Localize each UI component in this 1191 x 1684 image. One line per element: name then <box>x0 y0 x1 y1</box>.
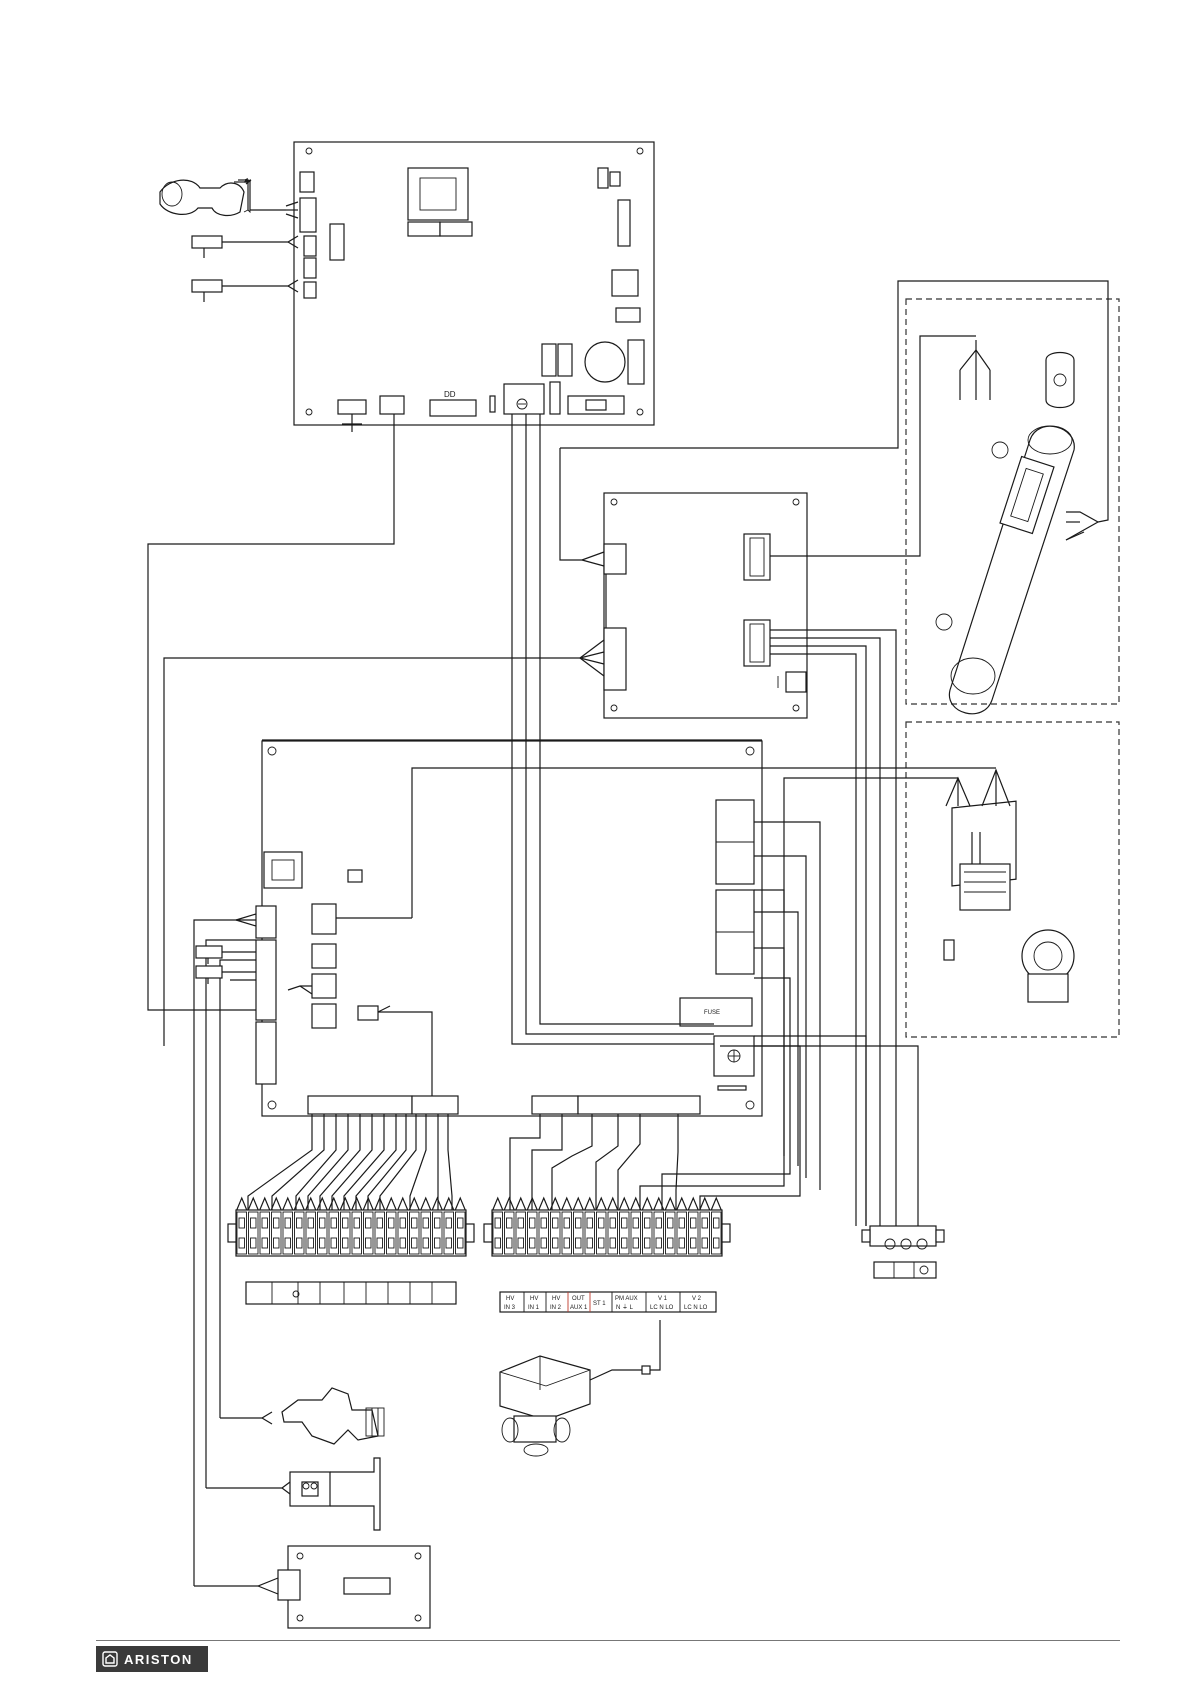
wire-entry <box>352 1198 362 1210</box>
label-out-aux1-l1: OUT <box>572 1296 585 1302</box>
wire-entry <box>562 1198 572 1210</box>
terminal-strip-left <box>228 1198 474 1256</box>
label-pm-aux-l2: N ⏚ L <box>616 1304 634 1311</box>
wire-entry <box>700 1198 710 1210</box>
interface-board <box>604 493 807 718</box>
wire-entry <box>688 1198 698 1210</box>
wire-entry <box>398 1198 408 1210</box>
wire-entry <box>711 1198 721 1210</box>
main-control-board: DD <box>294 142 654 425</box>
wire-entry <box>386 1198 396 1210</box>
ntc-sensor <box>192 280 222 292</box>
wire-entry <box>539 1198 549 1210</box>
wire <box>448 1114 452 1210</box>
flow-meter-sensor <box>160 179 250 215</box>
wire-entry <box>455 1198 465 1210</box>
wire <box>248 1114 312 1210</box>
label-v2-l2: LC N LO <box>684 1305 708 1311</box>
ntc-sensor <box>192 236 222 248</box>
label-pm-aux-l1: PM AUX <box>615 1296 638 1302</box>
wire-entry <box>585 1198 595 1210</box>
label-hv-in1-l2: IN 1 <box>528 1305 540 1311</box>
label-hv-in2-l1: HV <box>552 1296 560 1302</box>
fuse-label: FUSE <box>704 1010 720 1016</box>
label-st1: ST 1 <box>593 1301 606 1307</box>
wire-entry <box>631 1198 641 1210</box>
label-hv-in3-l1: HV <box>506 1296 514 1302</box>
wire-entry <box>421 1198 431 1210</box>
wire-entry <box>493 1198 503 1210</box>
relay-board: FUSE <box>256 741 762 1116</box>
display-board <box>278 1546 430 1628</box>
connector-label: DD <box>444 390 456 399</box>
electric-heater <box>936 353 1074 714</box>
terminal-label-row-left <box>246 1282 456 1304</box>
wire-entry <box>619 1198 629 1210</box>
terminal-strip-right <box>484 1198 730 1256</box>
label-hv-in3-l2: IN 3 <box>504 1305 516 1311</box>
brand-name: ARISTON <box>124 1652 193 1667</box>
wire-entry <box>642 1198 652 1210</box>
wire-entry <box>260 1198 270 1210</box>
label-out-aux1-l2: AUX 1 <box>570 1305 588 1311</box>
wire-entry <box>329 1198 339 1210</box>
label-v1-l1: V 1 <box>658 1296 668 1302</box>
footer-rule <box>96 1640 1120 1641</box>
wire <box>272 1114 324 1210</box>
wire-entry <box>596 1198 606 1210</box>
pressure-switch <box>282 1388 384 1444</box>
wire-entry <box>432 1198 442 1210</box>
wire-entry <box>340 1198 350 1210</box>
diverter-valve <box>500 1356 650 1456</box>
wire-entry <box>573 1198 583 1210</box>
wire-entry <box>317 1198 327 1210</box>
wire <box>308 1114 348 1210</box>
label-v2-l1: V 2 <box>692 1296 702 1302</box>
terminal-label-row-right: HV IN 3 HV IN 1 HV IN 2 OUT AUX 1 ST 1 P… <box>500 1292 716 1312</box>
wire-entry <box>516 1198 526 1210</box>
wire-entry <box>283 1198 293 1210</box>
wire-entry <box>237 1198 247 1210</box>
label-hv-in2-l2: IN 2 <box>550 1305 562 1311</box>
circulation-pump <box>944 801 1074 1002</box>
wire <box>410 1114 426 1210</box>
wire-entry <box>608 1198 618 1210</box>
wire-entry <box>504 1198 514 1210</box>
wire <box>296 1114 336 1210</box>
terminal-strip-earth <box>862 1226 944 1278</box>
label-hv-in1-l1: HV <box>530 1296 538 1302</box>
wire-entry <box>677 1198 687 1210</box>
wire-entry <box>271 1198 281 1210</box>
wire-entry <box>665 1198 675 1210</box>
brand-badge: ARISTON <box>96 1646 208 1672</box>
label-v1-l2: LC N LO <box>650 1305 674 1311</box>
wire-entry <box>409 1198 419 1210</box>
wire-entry <box>306 1198 316 1210</box>
house-logo-icon <box>102 1651 118 1667</box>
reset-thermostat <box>290 1458 380 1530</box>
wire-entry <box>248 1198 258 1210</box>
